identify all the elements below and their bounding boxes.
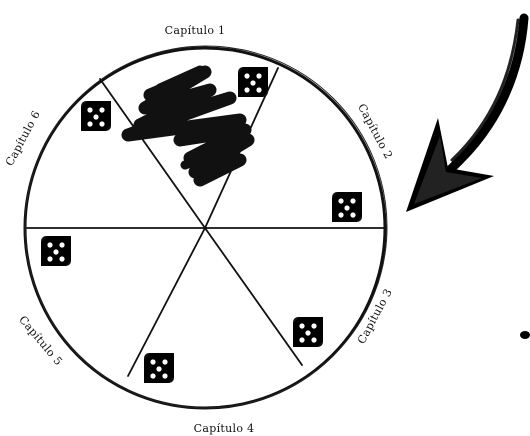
scribble-mark — [128, 70, 248, 180]
chapter-label-6: Capítulo 6 — [3, 109, 43, 169]
chapter-label-4: Capítulo 4 — [194, 422, 255, 435]
dice-icon — [144, 353, 174, 383]
chapter-label-5: Capítulo 5 — [16, 313, 65, 368]
curved-arrow-icon — [406, 18, 524, 212]
chapter-label-2: Capítulo 2 — [355, 102, 395, 162]
dice-icon — [332, 192, 362, 222]
dice-icon — [293, 317, 323, 347]
divider-line — [205, 228, 302, 365]
dice-icon — [238, 67, 268, 97]
dice-icon — [41, 236, 71, 266]
ink-dot — [520, 331, 530, 339]
wheel-dividers — [27, 68, 385, 376]
dice-icon — [81, 101, 111, 131]
chapter-label-1: Capítulo 1 — [165, 24, 226, 37]
